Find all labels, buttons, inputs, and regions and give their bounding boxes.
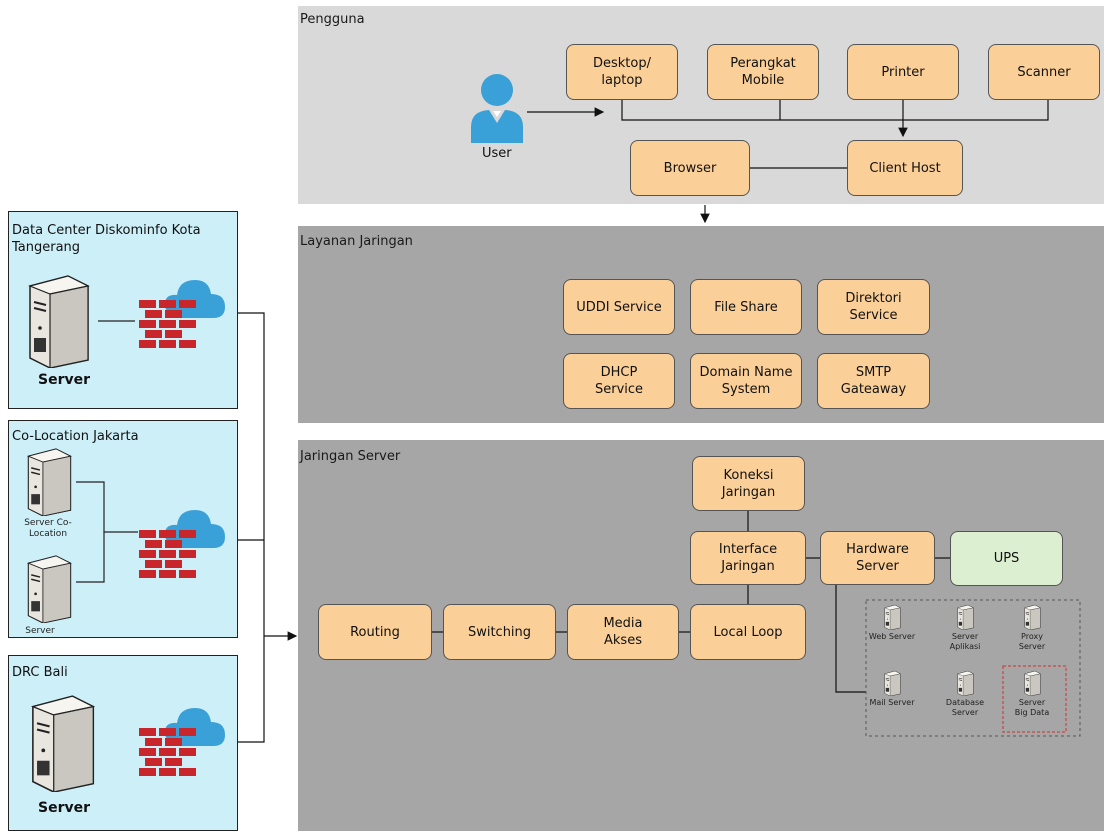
koneksi-jaringan-box[interactable]: Koneksi Jaringan <box>692 456 805 511</box>
firewall-cloud-icon <box>135 262 227 354</box>
local-loop-box[interactable]: Local Loop <box>690 604 806 660</box>
user-label: User <box>482 146 512 161</box>
server-group-label: Server Aplikasi <box>949 632 981 651</box>
user-icon <box>467 71 527 143</box>
firewall-cloud-icon <box>135 690 227 782</box>
server-tower-icon <box>882 604 902 631</box>
service-dhcp[interactable]: DHCP Service <box>563 353 675 409</box>
client-host-box[interactable]: Client Host <box>847 140 963 196</box>
server-tower-icon <box>955 604 975 631</box>
service-smtp-gateaway[interactable]: SMTP Gateaway <box>817 353 930 409</box>
service-file-share[interactable]: File Share <box>690 279 802 335</box>
switching-box[interactable]: Switching <box>443 604 556 660</box>
server-group-label: Mail Server <box>869 698 915 707</box>
device-printer[interactable]: Printer <box>847 44 959 100</box>
dc1-server-label: Server <box>38 372 91 388</box>
server-tower-icon <box>1022 604 1042 631</box>
server-tower-icon <box>22 692 100 793</box>
server-group-label: Database Server <box>945 698 985 717</box>
dc3-server-label: Server <box>38 800 91 816</box>
ups-box[interactable]: UPS <box>950 531 1063 586</box>
browser-box[interactable]: Browser <box>630 140 750 196</box>
server-tower-icon <box>22 553 74 624</box>
server-tower-icon <box>1022 670 1042 697</box>
interface-jaringan-box[interactable]: Interface Jaringan <box>690 531 806 585</box>
server-tower-icon <box>22 272 92 369</box>
server-tower-icon <box>882 670 902 697</box>
section-title-layanan: Layanan Jaringan <box>300 234 413 249</box>
server-group-label: Proxy Server <box>1018 632 1046 651</box>
server-tower-icon <box>955 670 975 697</box>
dc-diskominfo-title: Data Center Diskominfo Kota Tangerang <box>12 223 201 255</box>
dc2-graphics <box>76 481 138 583</box>
hardware-server-box[interactable]: Hardware Server <box>820 531 935 585</box>
server-tower-icon <box>22 446 74 517</box>
dc2-server-label: Server <box>25 626 55 636</box>
dc2-server-colocation-label: Server Co- Location <box>24 518 72 539</box>
service-domain-name-system[interactable]: Domain Name System <box>690 353 802 409</box>
device-scanner[interactable]: Scanner <box>988 44 1100 100</box>
firewall-cloud-icon <box>135 492 227 584</box>
media-akses-box[interactable]: Media Akses <box>567 604 679 660</box>
server-group-label: Web Server <box>868 632 916 641</box>
device-perangkat-mobile[interactable]: Perangkat Mobile <box>707 44 819 100</box>
routing-box[interactable]: Routing <box>318 604 432 660</box>
server-group-label: Server Big Data <box>1014 698 1050 717</box>
dc-colocation-title: Co-Location Jakarta <box>12 429 139 444</box>
device-desktop-laptop[interactable]: Desktop/ laptop <box>566 44 678 100</box>
dc1-graphics <box>98 320 135 322</box>
section-title-pengguna: Pengguna <box>300 12 365 27</box>
service-uddi[interactable]: UDDI Service <box>563 279 675 335</box>
dc-drc-bali-title: DRC Bali <box>12 665 68 680</box>
service-direktori[interactable]: Direktori Service <box>817 279 930 335</box>
section-title-jaringan-server: Jaringan Server <box>300 449 401 464</box>
